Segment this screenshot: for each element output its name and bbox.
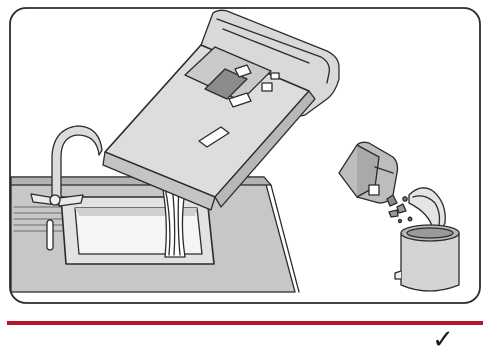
check-icon: ✓	[426, 326, 460, 354]
divider-bar	[7, 321, 483, 325]
instruction-illustration	[9, 7, 481, 304]
